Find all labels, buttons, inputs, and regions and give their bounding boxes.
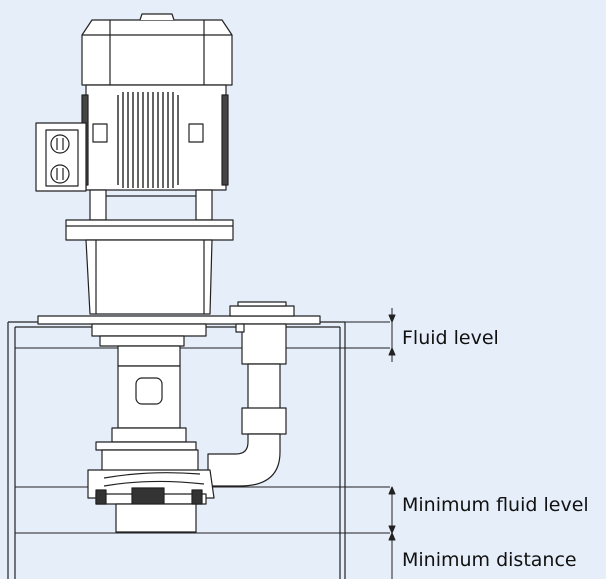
dimension-arrows bbox=[388, 308, 396, 579]
level-lines bbox=[15, 321, 390, 534]
minimum-distance-label: Minimum distance bbox=[402, 549, 577, 571]
cooling-fins bbox=[117, 92, 179, 188]
lantern bbox=[85, 239, 213, 315]
pump-column bbox=[91, 323, 207, 473]
minimum-fluid-level-label: Minimum fluid level bbox=[402, 494, 589, 516]
discharge-pipe bbox=[207, 323, 287, 487]
mounting-plate bbox=[37, 315, 321, 325]
pump-housing bbox=[87, 469, 215, 533]
motor bbox=[35, 13, 233, 221]
motor-flange bbox=[65, 219, 234, 241]
fluid-level-label: Fluid level bbox=[402, 327, 499, 349]
